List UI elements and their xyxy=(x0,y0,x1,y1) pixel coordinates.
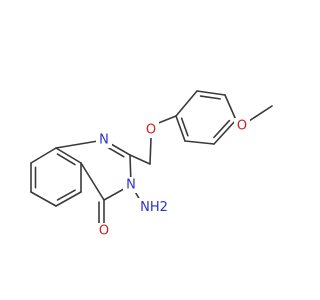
amino-n: NH2 xyxy=(140,200,168,215)
bond-o-aryl xyxy=(155,115,177,125)
atom-o-ether: O xyxy=(143,122,159,138)
bond-benzo-5 xyxy=(55,147,82,164)
bond-c4-c4a xyxy=(80,162,105,201)
bond-benzo-6 xyxy=(30,147,57,164)
atom-o-methoxy: O xyxy=(234,118,250,134)
molecule-structure: N N NH2 O O O xyxy=(30,90,273,239)
bond-c2-ch2 xyxy=(129,154,151,165)
bond-o-methyl xyxy=(248,105,273,122)
bond-aryl-2-inner xyxy=(199,95,221,100)
bond-aryl-6-inner xyxy=(180,117,189,137)
bond-aryl-3 xyxy=(224,94,237,121)
atom-o-ether-label: O xyxy=(146,123,156,138)
atom-amino-label: NH2 xyxy=(140,200,168,215)
atom-amino: NH2 xyxy=(136,198,172,216)
bond-aryl-1 xyxy=(175,90,198,117)
bond-aryl-4 xyxy=(213,119,237,145)
atom-n1-label: N xyxy=(99,133,109,148)
atom-o-methoxy-label: O xyxy=(237,119,247,134)
bond-benzo-3 xyxy=(55,191,82,207)
bond-aryl-2 xyxy=(196,90,226,96)
atom-n3: N xyxy=(123,177,139,193)
bond-benzo-5-inner xyxy=(56,153,76,166)
bond-benzo-2 xyxy=(30,191,57,207)
atom-label-layer: N N NH2 O O O xyxy=(96,118,250,239)
bond-aryl-4-inner xyxy=(213,119,231,139)
atom-n1: N xyxy=(96,132,112,148)
bond-ch2-o xyxy=(149,137,152,165)
atom-n3-label: N xyxy=(126,178,136,193)
atom-o-carbonyl-label: O xyxy=(99,224,109,239)
bond-aryl-5 xyxy=(184,140,215,145)
atom-o-carbonyl: O xyxy=(96,223,112,239)
bond-aryl-6 xyxy=(175,115,186,142)
bond-benzo-3-inner xyxy=(56,189,76,201)
